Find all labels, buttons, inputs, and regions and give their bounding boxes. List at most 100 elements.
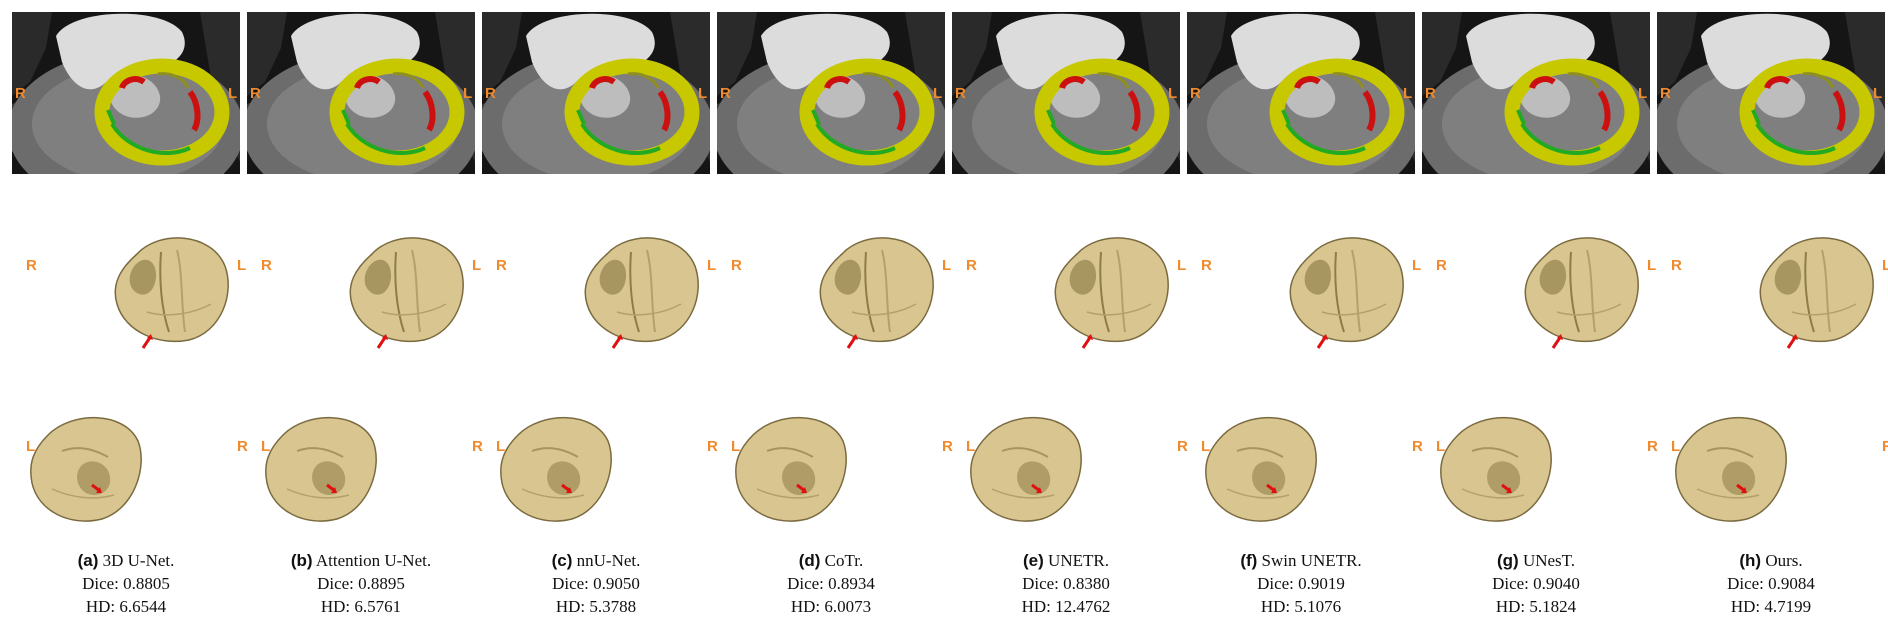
mesh-view-back: L R — [1187, 405, 1423, 535]
ct-axial-slice-icon — [247, 12, 475, 174]
orientation-left-label: L — [1177, 257, 1187, 274]
over-seg-region — [1516, 109, 1526, 125]
method-panel-7: R L R L L R — [1657, 0, 1888, 636]
over-seg-region — [345, 122, 426, 156]
orientation-right-label: R — [261, 257, 272, 274]
method-panel-3: R L R L L R — [717, 0, 953, 636]
panel-caption: (d) CoTr. Dice: 0.8934 HD: 6.0073 — [717, 549, 945, 618]
hd-score: HD: 6.5761 — [320, 597, 402, 616]
mesh-view-back: L R — [482, 405, 718, 535]
dice-score: Dice: 0.8895 — [317, 574, 405, 593]
method-name: CoTr. — [824, 551, 864, 570]
heart-mesh-icon — [819, 237, 934, 349]
ct-slice-image: R L — [1422, 12, 1650, 174]
ct-axial-slice-icon — [482, 12, 710, 174]
orientation-left-label: L — [237, 257, 247, 274]
orientation-left-label: L — [1168, 85, 1178, 102]
orientation-right-label: R — [237, 438, 248, 455]
panel-caption: (b) Attention U-Net. Dice: 0.8895 HD: 6.… — [247, 549, 475, 618]
heart-mesh-icon — [114, 237, 229, 349]
orientation-left-label: L — [942, 257, 952, 274]
ct-slice-image: R L — [952, 12, 1180, 174]
orientation-right-label: R — [1647, 438, 1658, 455]
heart-mesh-icon — [30, 416, 142, 522]
panel-label: (a) — [77, 551, 99, 570]
orientation-right-label: R — [485, 85, 496, 102]
mesh-view-front: R L — [1657, 228, 1888, 358]
orientation-left-label: L — [1873, 85, 1883, 102]
orientation-right-label: R — [15, 85, 26, 102]
under-seg-region — [187, 90, 201, 132]
over-seg-region — [1050, 122, 1131, 156]
method-name: UNETR. — [1048, 551, 1109, 570]
mesh-view-front: R L — [247, 228, 482, 358]
under-seg-region — [1764, 76, 1791, 90]
ct-axial-slice-icon — [1657, 12, 1885, 174]
orientation-left-label: L — [1412, 257, 1422, 274]
orientation-right-label: R — [250, 85, 261, 102]
orientation-left-label: L — [1638, 85, 1648, 102]
orientation-left-label: L — [1671, 438, 1681, 455]
mesh-view-front: R L — [1187, 228, 1422, 358]
dice-score: Dice: 0.9019 — [1257, 574, 1345, 593]
orientation-right-label: R — [1201, 257, 1212, 274]
heart-mesh-icon — [1440, 416, 1552, 522]
orientation-right-label: R — [1425, 85, 1436, 102]
orientation-right-label: R — [720, 85, 731, 102]
ct-slice-image: R L — [1657, 12, 1885, 174]
orientation-left-label: L — [496, 438, 506, 455]
heart-mesh-icon — [735, 416, 847, 522]
mesh-view-back: L R — [1657, 405, 1888, 535]
ct-slice-image: R L — [247, 12, 475, 174]
orientation-left-label: L — [707, 257, 717, 274]
method-panel-5: R L R L L R — [1187, 0, 1423, 636]
ct-axial-slice-icon — [952, 12, 1180, 174]
over-seg-region — [811, 109, 821, 125]
under-seg-region — [1597, 90, 1611, 132]
orientation-left-label: L — [1647, 257, 1657, 274]
orientation-right-label: R — [1882, 438, 1888, 455]
heart-mesh-icon — [584, 237, 699, 349]
mesh-view-front: R L — [952, 228, 1187, 358]
orientation-right-label: R — [1412, 438, 1423, 455]
over-seg-region — [106, 109, 116, 125]
mesh-view-front: R L — [717, 228, 952, 358]
under-seg-region — [657, 90, 671, 132]
orientation-left-label: L — [228, 85, 238, 102]
under-seg-region — [892, 90, 906, 132]
heart-mesh-icon — [500, 416, 612, 522]
orientation-right-label: R — [955, 85, 966, 102]
orientation-right-label: R — [707, 438, 718, 455]
panel-label: (g) — [1496, 551, 1519, 570]
over-seg-region — [576, 109, 586, 125]
over-seg-region — [1281, 109, 1291, 125]
ct-slice-image: R L — [482, 12, 710, 174]
panel-label: (h) — [1739, 551, 1762, 570]
orientation-left-label: L — [1201, 438, 1211, 455]
over-seg-region — [580, 122, 661, 156]
ct-axial-slice-icon — [12, 12, 240, 174]
panel-caption: (h) Ours. Dice: 0.9084 HD: 4.7199 — [1657, 549, 1885, 618]
orientation-right-label: R — [472, 438, 483, 455]
orientation-right-label: R — [1190, 85, 1201, 102]
under-seg-region — [1362, 90, 1376, 132]
under-seg-region — [119, 76, 146, 90]
panel-label: (b) — [290, 551, 313, 570]
mesh-view-back: L R — [247, 405, 483, 535]
under-seg-region — [1529, 76, 1556, 90]
orientation-right-label: R — [26, 257, 37, 274]
ct-axial-slice-icon — [1422, 12, 1650, 174]
ct-axial-slice-icon — [717, 12, 945, 174]
hd-score: HD: 5.3788 — [555, 597, 637, 616]
method-panel-1: R L R L L R — [247, 0, 483, 636]
orientation-right-label: R — [731, 257, 742, 274]
method-panel-4: R L R L L R — [952, 0, 1188, 636]
over-seg-region — [1285, 122, 1366, 156]
under-seg-region — [1294, 76, 1321, 90]
heart-mesh-icon — [349, 237, 464, 349]
panel-label: (f) — [1240, 551, 1258, 570]
dice-score: Dice: 0.9084 — [1727, 574, 1815, 593]
hd-score: HD: 5.1076 — [1260, 597, 1342, 616]
over-seg-region — [341, 109, 351, 125]
